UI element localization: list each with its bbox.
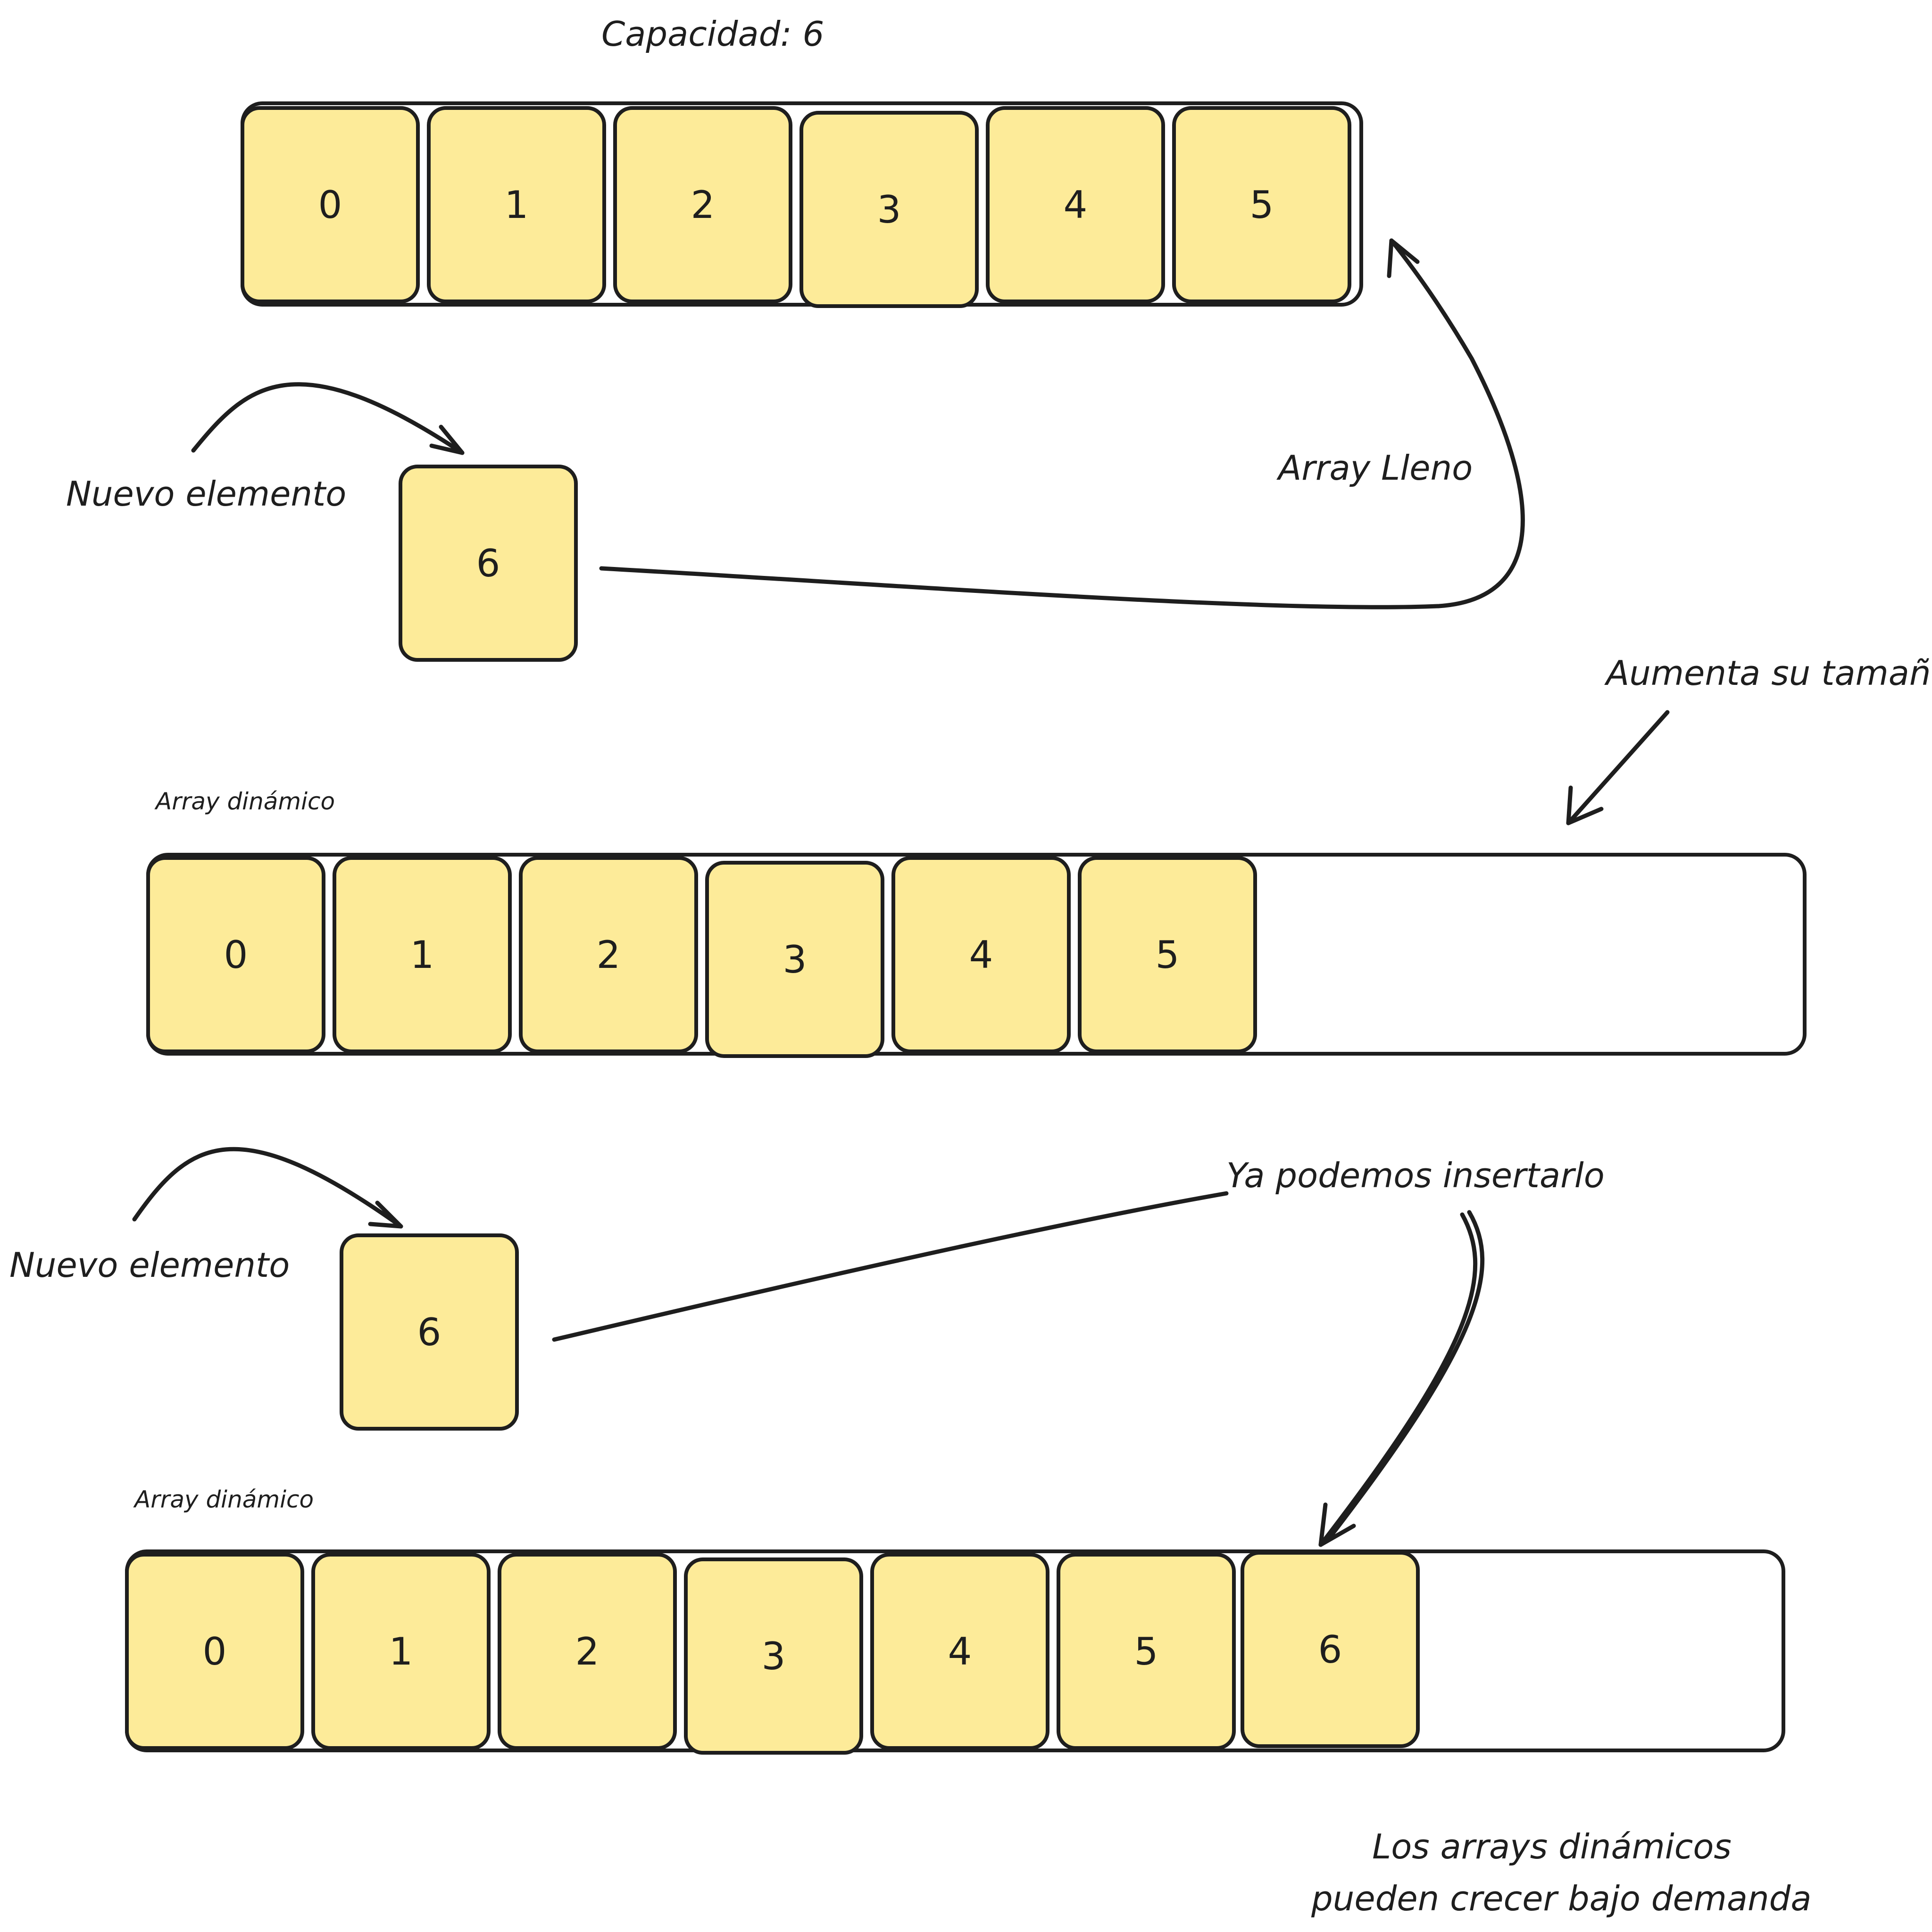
full-array-cell: 2 bbox=[613, 106, 792, 303]
grown-array-cell: 0 bbox=[146, 856, 325, 1053]
full-array-cell: 1 bbox=[427, 106, 606, 303]
full-array-cell: 4 bbox=[986, 106, 1165, 303]
grown-array-cell: 2 bbox=[519, 856, 698, 1053]
grow-label: Aumenta su tamaño bbox=[1606, 653, 1932, 693]
arrow-new-element-2 bbox=[132, 1147, 403, 1229]
footer-note-line-2: pueden crecer bajo demanda bbox=[1311, 1879, 1812, 1918]
full-label: Array Lleno bbox=[1278, 448, 1473, 488]
final-array-cell: 2 bbox=[498, 1553, 677, 1750]
arrow-new-element-1 bbox=[191, 382, 465, 455]
capacity-label: Capacidad: 6 bbox=[601, 14, 824, 54]
insert-label: Ya podemos insertarlo bbox=[1226, 1156, 1605, 1195]
final-array-cell: 5 bbox=[1057, 1553, 1236, 1750]
dynamic-array-label-1: Array dinámico bbox=[156, 788, 335, 815]
arrow-grow bbox=[1566, 710, 1670, 825]
final-array-cell: 3 bbox=[684, 1557, 863, 1755]
final-array-cell-inserted: 6 bbox=[1241, 1551, 1420, 1748]
full-array-cell: 3 bbox=[799, 111, 979, 308]
grown-array-cell: 5 bbox=[1078, 856, 1257, 1053]
grown-array-cell: 4 bbox=[891, 856, 1071, 1053]
footer-note-line-1: Los arrays dinámicos bbox=[1372, 1827, 1732, 1866]
final-array-cell: 1 bbox=[311, 1553, 491, 1750]
final-array-cell: 0 bbox=[125, 1553, 304, 1750]
new-element-box-2: 6 bbox=[340, 1233, 519, 1431]
line-element-to-insert-label bbox=[552, 1191, 1229, 1342]
arrow-full-to-array bbox=[599, 238, 1525, 609]
full-array-cell: 5 bbox=[1172, 106, 1351, 303]
grown-array-cell: 3 bbox=[705, 861, 884, 1058]
grown-array-cell: 1 bbox=[333, 856, 512, 1053]
arrow-insert-to-slot bbox=[1318, 1210, 1485, 1547]
new-element-label-1: Nuevo elemento bbox=[66, 474, 347, 514]
full-array-cell: 0 bbox=[241, 106, 420, 303]
footer-note: Los arrays dinámicos pueden crecer bajo … bbox=[1311, 1821, 1812, 1924]
dynamic-array-label-2: Array dinámico bbox=[134, 1486, 314, 1513]
new-element-label-2: Nuevo elemento bbox=[9, 1245, 290, 1285]
new-element-box-1: 6 bbox=[399, 465, 578, 662]
final-array-cell: 4 bbox=[870, 1553, 1049, 1750]
